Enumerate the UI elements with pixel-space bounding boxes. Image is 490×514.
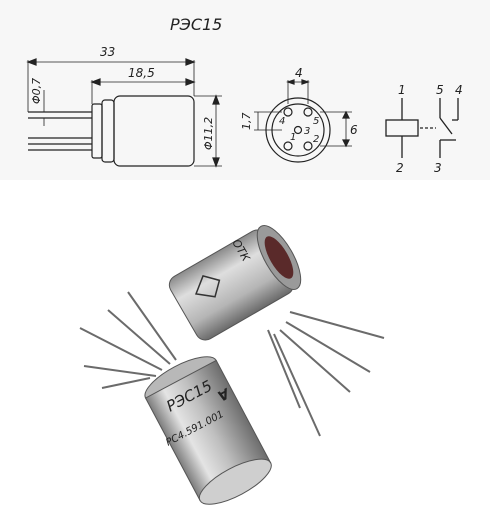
relay-b-wires: [267, 311, 385, 437]
schematic-label-3: 3: [434, 161, 442, 175]
dim-overall-length: 33: [100, 45, 115, 59]
dim-pin-offset: 1,7: [240, 113, 253, 131]
relay-b: ОТК: [168, 225, 302, 341]
dim-body-diameter: Φ11,2: [202, 117, 215, 150]
bottom-view: [254, 79, 352, 163]
dim-pin-diameter: Φ0,7: [30, 78, 43, 104]
pin-label-3: 3: [304, 126, 310, 137]
schematic-label-4: 4: [455, 83, 463, 97]
pin-label-5: 5: [313, 116, 319, 127]
relay-photo: ОТК РЭС15 РС4.591.001 А: [79, 225, 385, 505]
technical-drawing: РЭС15 33 18,5 Φ0,7 Φ11,2: [0, 0, 490, 180]
relay-a-wires: [79, 291, 177, 389]
side-view: [26, 58, 222, 168]
pin-label-1: 1: [290, 132, 296, 143]
schematic-label-1: 1: [398, 83, 406, 97]
pin-label-2: 2: [313, 134, 319, 145]
schematic-label-2: 2: [396, 161, 404, 175]
schematic-label-5: 5: [436, 83, 444, 97]
dim-body-length: 18,5: [128, 66, 155, 80]
pin-label-4: 4: [279, 116, 285, 127]
dim-pin-spacing-v: 6: [350, 123, 358, 137]
drawing-title: РЭС15: [170, 15, 222, 34]
schematic-symbol: [385, 98, 459, 158]
dim-pin-spacing-h: 4: [295, 66, 303, 80]
relay-a: РЭС15 РС4.591.001 А: [144, 356, 272, 505]
